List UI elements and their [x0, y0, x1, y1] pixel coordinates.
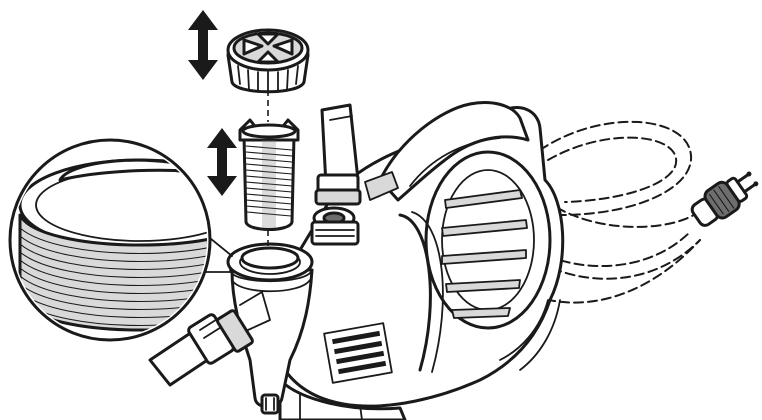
double-arrow-vertical-icon [188, 10, 218, 80]
cap-grip-ribs [237, 65, 299, 94]
cooling-fins [441, 189, 528, 319]
filter-cap [226, 28, 310, 94]
hose-icon [320, 103, 360, 187]
outlet-hose [310, 103, 362, 246]
filter-insert [238, 118, 300, 231]
double-arrow-vertical-icon [207, 128, 237, 196]
power-plug [690, 171, 759, 227]
insert-arrow [207, 128, 237, 196]
front-vents [323, 322, 393, 384]
insert-threads [245, 145, 293, 217]
filter-housing [226, 242, 314, 415]
inlet-hose [148, 291, 271, 387]
cap-arrow [188, 10, 218, 80]
pump-body [268, 101, 565, 420]
magnified-threads [19, 227, 207, 326]
